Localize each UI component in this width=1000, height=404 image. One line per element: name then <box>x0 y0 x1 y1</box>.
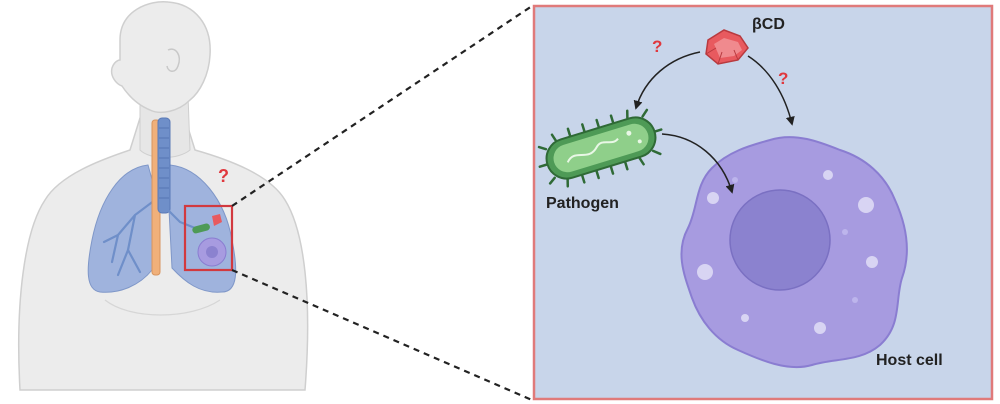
arrow-bcd-to-host <box>747 55 795 126</box>
host-cell-icon <box>680 136 908 369</box>
arrow-bcd-to-pathogen <box>633 51 701 110</box>
question-mark-right: ? <box>778 69 788 88</box>
label-host-cell: Host cell <box>876 352 943 369</box>
label-bcd: βCD <box>752 16 785 33</box>
human-torso-icon <box>18 1 309 391</box>
question-mark-left: ? <box>652 37 662 56</box>
lung-question-mark: ? <box>218 166 229 186</box>
pathogen-bacterium-icon <box>537 108 663 188</box>
zoom-source-box <box>183 204 234 272</box>
mini-infection-site <box>192 214 227 267</box>
zoom-line-top <box>231 5 533 207</box>
label-pathogen: Pathogen <box>546 195 619 212</box>
host-cell-nucleus <box>729 189 831 291</box>
arrow-pathogen-to-host <box>661 133 735 194</box>
beta-cyclodextrin-icon <box>705 29 749 65</box>
